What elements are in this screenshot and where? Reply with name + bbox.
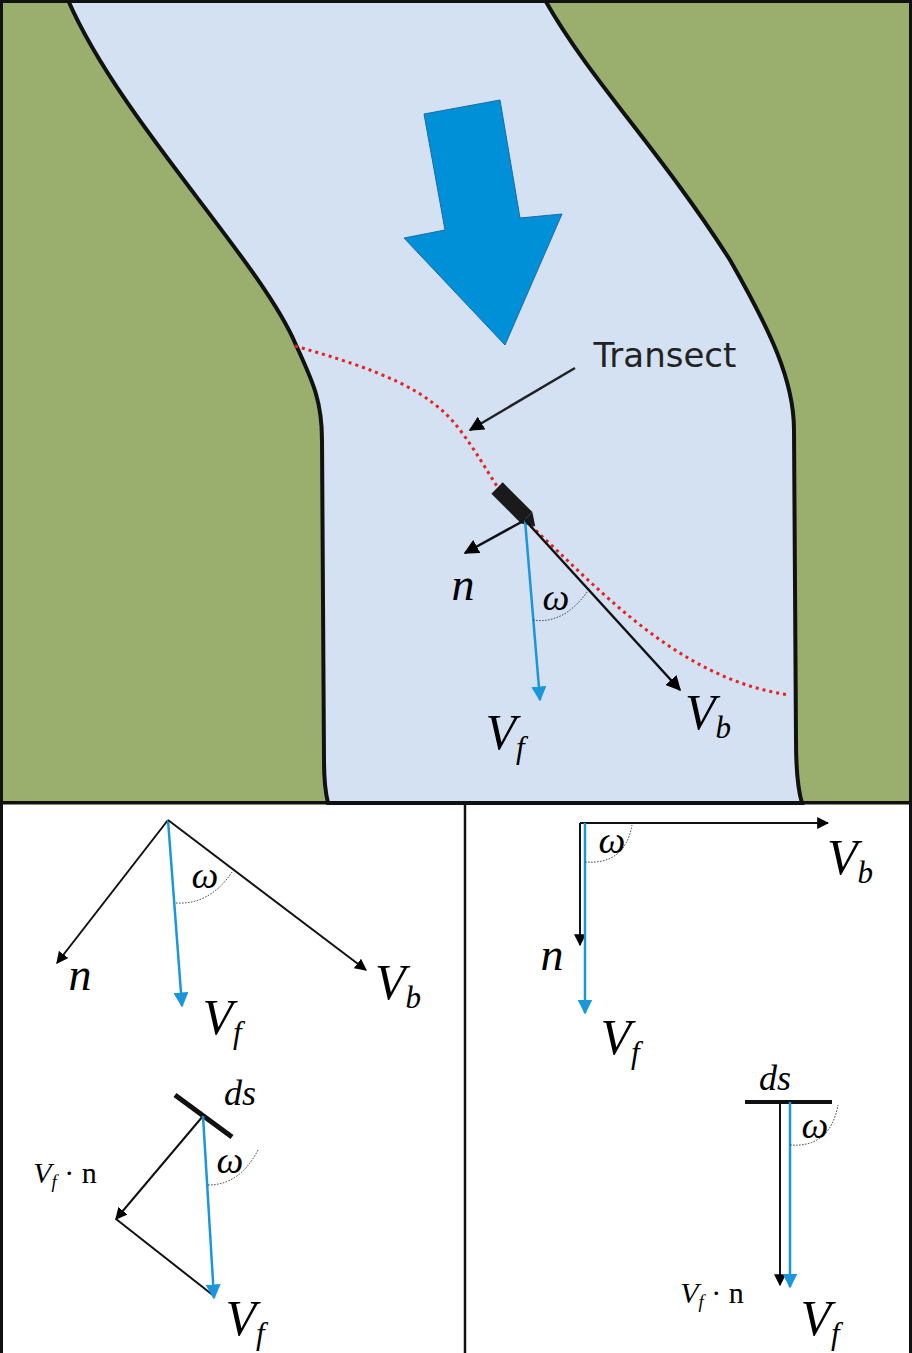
flow-vector bbox=[203, 1116, 214, 1298]
panel-border bbox=[0, 803, 3, 1353]
ds-segment bbox=[745, 1100, 832, 1104]
vector-label: ω bbox=[543, 578, 570, 616]
panel-divider bbox=[0, 802, 912, 805]
river bbox=[68, 0, 802, 803]
boat-vector bbox=[525, 520, 680, 690]
panel-border bbox=[2, 2, 911, 803]
vector-label: Vb bbox=[375, 957, 421, 1013]
vector-label: ω bbox=[217, 1141, 244, 1179]
vector-label: ds bbox=[224, 1075, 256, 1111]
flow-vector bbox=[168, 820, 182, 1006]
flow-vector bbox=[789, 1102, 792, 1287]
angle-arc bbox=[790, 1105, 838, 1145]
transect-line bbox=[295, 346, 790, 695]
flow-arrow bbox=[404, 100, 562, 345]
vector-label: Vb bbox=[685, 687, 731, 743]
vector-label: ds bbox=[759, 1060, 791, 1096]
vector-label: n bbox=[541, 932, 564, 978]
vector-label: Vf bbox=[202, 992, 241, 1048]
normal-vector bbox=[57, 820, 168, 963]
vector-label: ω bbox=[192, 856, 219, 894]
vector-label: Vf · n bbox=[33, 1158, 97, 1192]
vector-label: n bbox=[69, 952, 92, 998]
vector-label: Vf bbox=[485, 707, 524, 763]
boat-vector bbox=[168, 820, 366, 970]
projection-line bbox=[116, 1219, 214, 1296]
projection-vector bbox=[116, 1116, 203, 1219]
projection-vector bbox=[779, 1102, 781, 1285]
vector-label: Vf bbox=[600, 1012, 639, 1068]
vector-label: Vb bbox=[827, 832, 873, 888]
vector-label: ω bbox=[802, 1106, 829, 1144]
flow-vector bbox=[525, 520, 540, 700]
transect-label: Transect bbox=[594, 338, 737, 372]
normal-vector bbox=[579, 823, 581, 945]
flow-vector bbox=[584, 823, 587, 1013]
leader-line bbox=[470, 368, 575, 430]
bank-ground bbox=[0, 0, 912, 803]
panel-divider bbox=[464, 803, 467, 1353]
vector-label: Vf bbox=[800, 1293, 839, 1349]
vector-label: n bbox=[452, 562, 475, 608]
normal-vector bbox=[465, 520, 525, 553]
panel-border bbox=[909, 803, 912, 1353]
vector-label: Vf · n bbox=[680, 1278, 744, 1312]
vector-label: Vf bbox=[225, 1293, 264, 1349]
vector-label: ω bbox=[599, 821, 626, 859]
